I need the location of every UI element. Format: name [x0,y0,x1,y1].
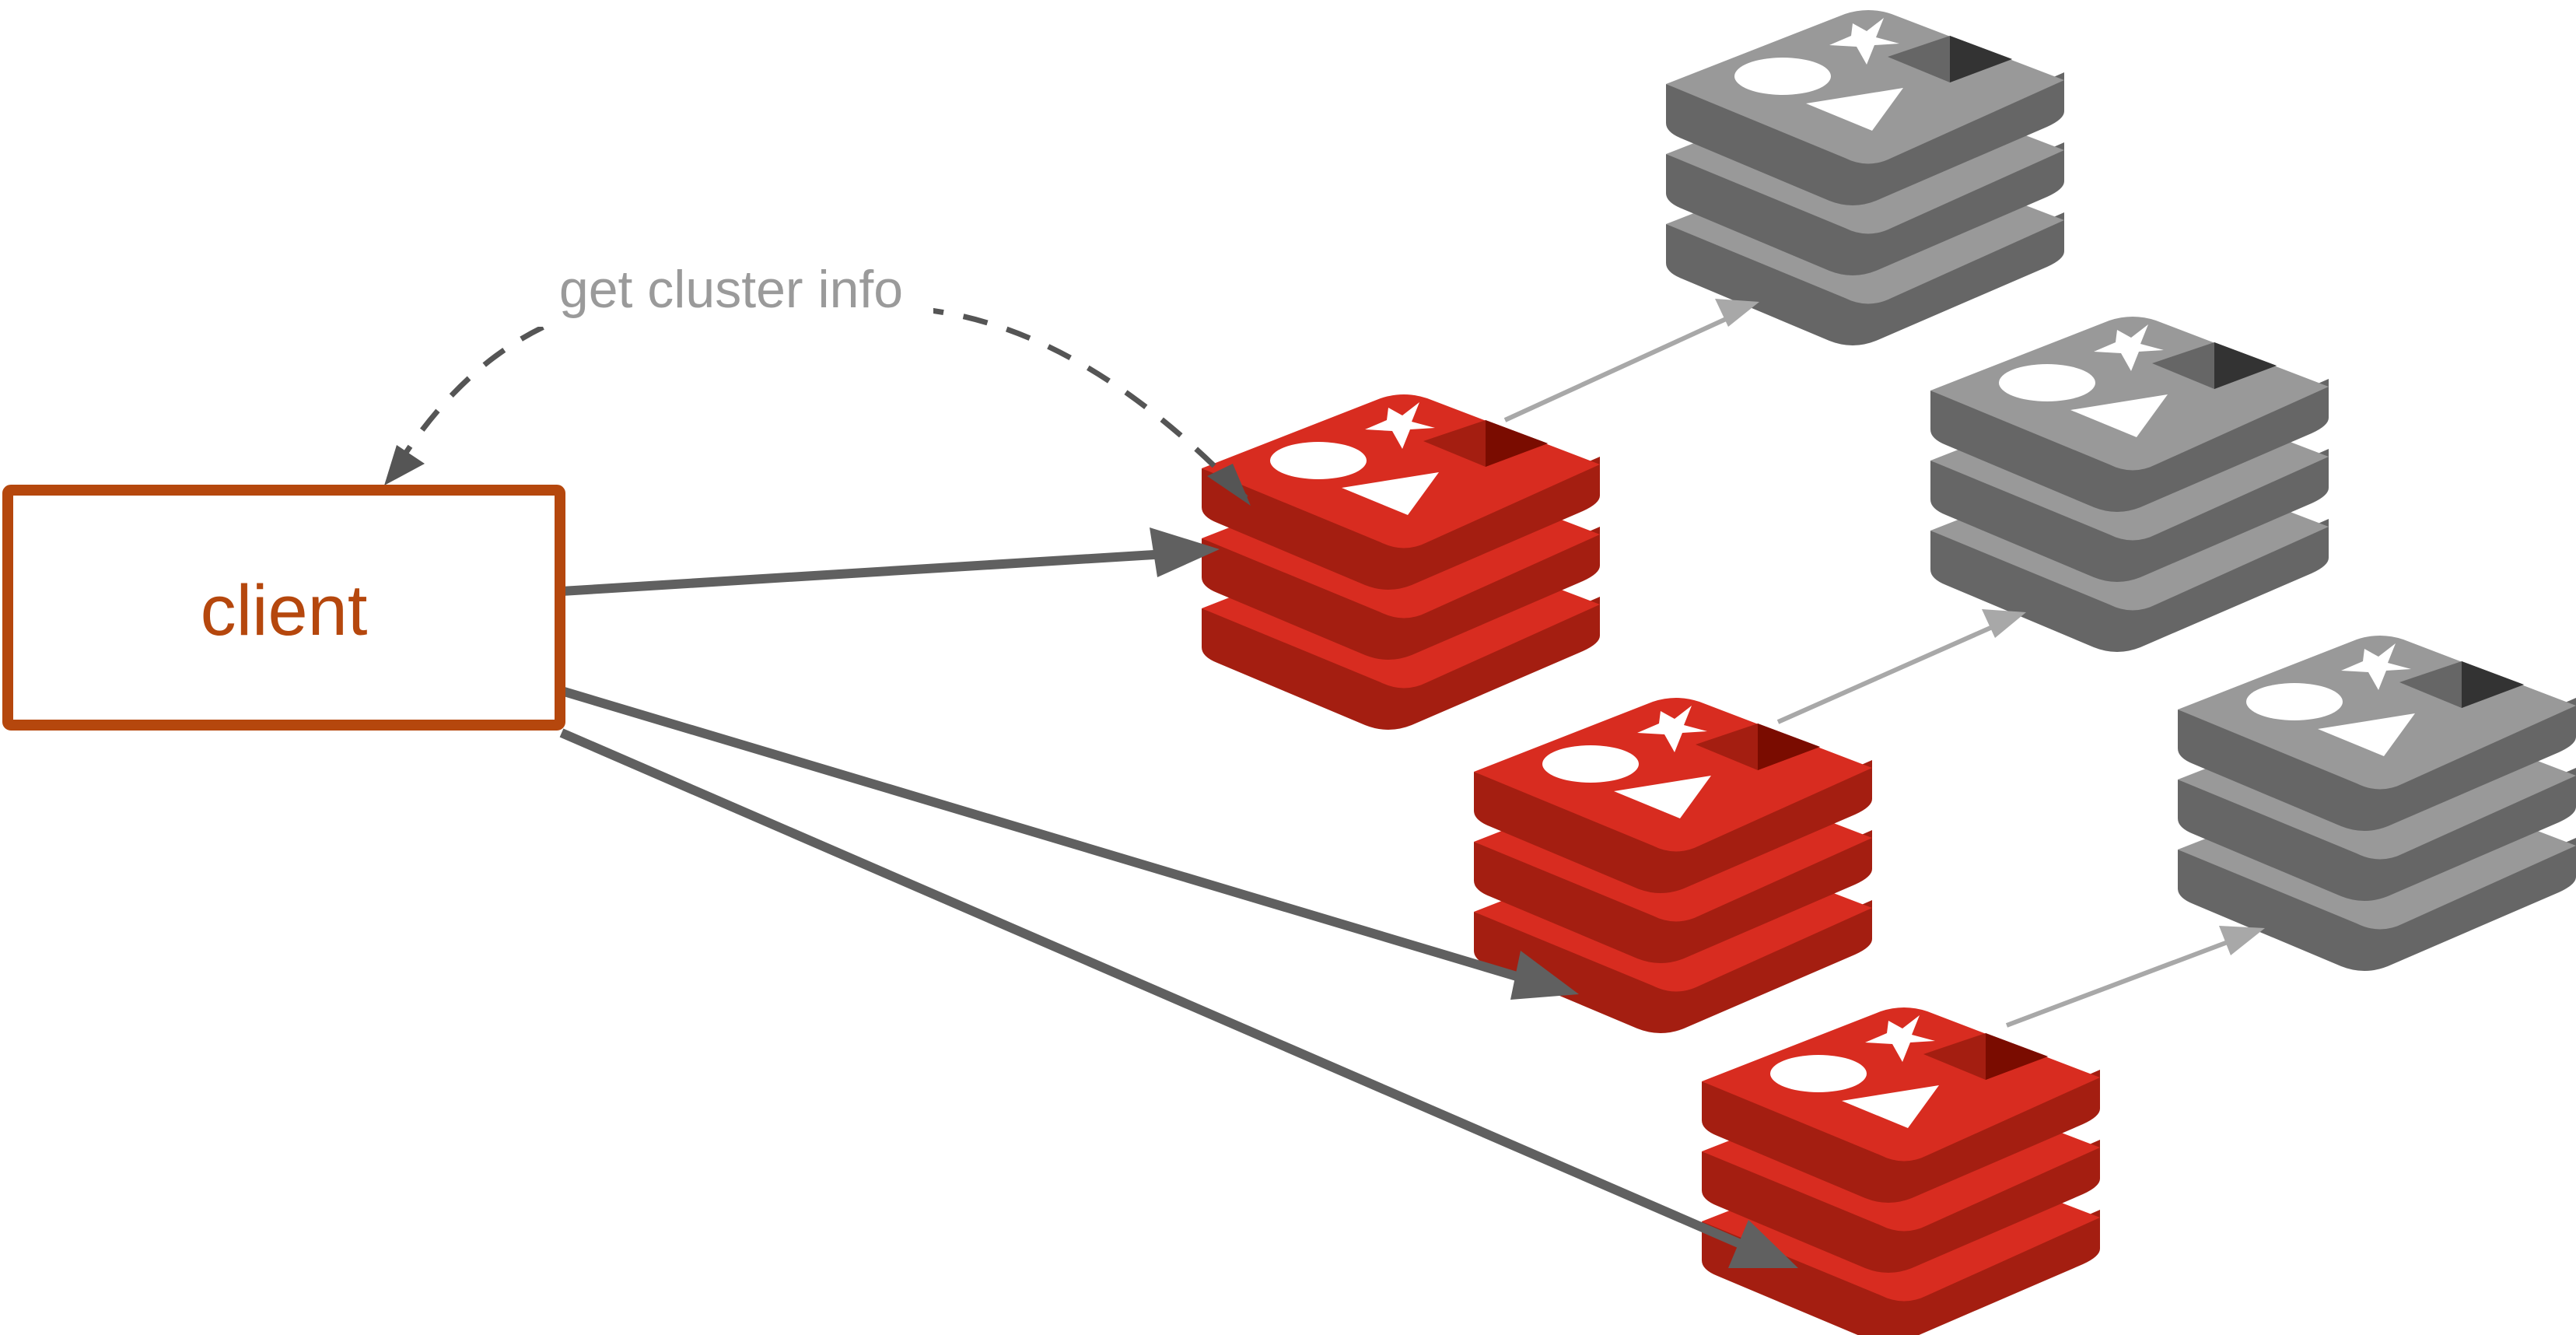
primary-node-3 [1702,1007,2100,1335]
request-arrow-1 [561,527,1220,596]
client-node: client [2,485,565,731]
redis-logo-icon [2178,636,2576,971]
replication-arrow-2 [1776,609,2026,724]
replica-node-1 [1666,10,2064,345]
replication-arrow-3 [2005,926,2265,1028]
primary-node-1 [1202,394,1600,730]
replica-node-2 [1930,317,2329,652]
client-box [2,485,565,731]
redis-logo-icon [1666,10,2064,345]
cluster-info-label: get cluster info [559,260,903,319]
redis-logo-icon [1702,1007,2100,1335]
client-label: client [201,571,368,650]
request-arrow-3 [559,728,1798,1268]
redis-logo-icon [1930,317,2329,652]
replication-arrow-1 [1503,299,1759,422]
redis-logo-icon [1202,394,1600,730]
replica-node-3 [2178,636,2576,971]
request-arrow-2 [560,686,1579,1000]
cluster-info-arrow [384,292,1251,506]
